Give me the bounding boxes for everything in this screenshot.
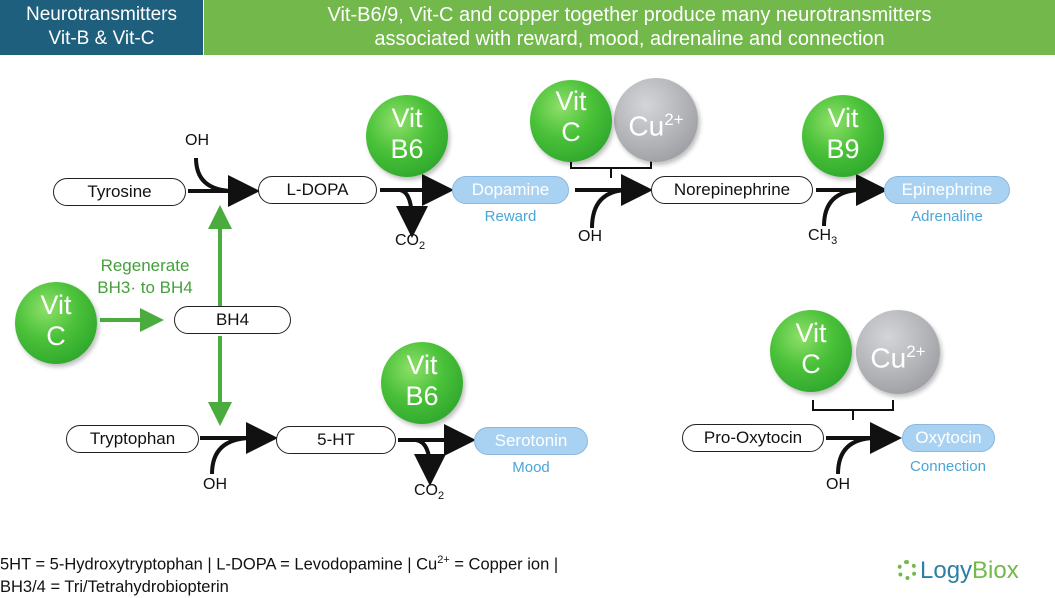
ch3-in-curve: [822, 188, 861, 227]
vit-b6-circle-bottom: Vit B6: [381, 342, 463, 424]
footer-line1-b: = Copper ion |: [449, 555, 559, 574]
header-left-line2: Vit-B & Vit-C: [48, 28, 155, 49]
node-pro-oxytocin: Pro-Oxytocin: [682, 424, 824, 452]
header-right-line1: Vit-B6/9, Vit-C and copper together prod…: [327, 4, 932, 26]
node-bh4: BH4: [174, 306, 291, 334]
vit-b6-bottom-label-line1: Vit: [406, 350, 438, 380]
ch3-label-sub: 3: [831, 235, 838, 248]
product-dopamine: Dopamine: [452, 176, 569, 204]
node-ldopa: L-DOPA: [258, 176, 377, 204]
co2-5ht-label-sub: 2: [438, 490, 445, 503]
vit-b6-label-line1: Vit: [391, 103, 423, 133]
co2-out-curve-5ht: [413, 438, 446, 486]
node-norepinephrine: Norepinephrine: [651, 176, 813, 204]
bracket-vitc-cu-bottom: [812, 400, 894, 420]
vit-c-bottom-label-line1: Vit: [795, 318, 827, 348]
vit-c-label-line1: Vit: [555, 86, 587, 116]
header-left-line1: Neurotransmitters: [26, 4, 177, 25]
co2-label-base: CO: [395, 232, 419, 249]
footer-line2: BH3/4 = Tri/Tetrahydrobiopterin: [0, 577, 229, 596]
vit-c-circle-bottom: Vit C: [770, 310, 852, 392]
vit-c-left-label-line1: Vit: [40, 290, 72, 320]
vit-b9-circle: Vit B9: [802, 95, 884, 177]
vit-c-left-label-line2: C: [46, 321, 66, 351]
copper-charge: 2+: [664, 110, 684, 129]
co2-out-curve-ldopa: [395, 188, 428, 238]
co2-5ht-label-base: CO: [414, 482, 438, 499]
brand-part1: Logy: [920, 557, 973, 584]
ch3-label: CH3: [808, 227, 837, 247]
oh-in-curve-tryptophan: [210, 436, 251, 475]
product-epinephrine-role: Adrenaline: [911, 208, 983, 225]
header-left-banner: Neurotransmitters Vit-B & Vit-C: [0, 0, 203, 55]
node-tyrosine: Tyrosine: [53, 178, 186, 206]
oh-in-curve-oxytocin: [836, 436, 875, 475]
vit-c-circle-top: Vit C: [530, 80, 612, 162]
brand-logo: LogyBiox: [897, 557, 1019, 585]
node-tryptophan: Tryptophan: [66, 425, 199, 453]
vit-b9-label-line2: B9: [826, 134, 860, 164]
oh-in-curve-tyrosine: [194, 157, 233, 193]
product-serotonin: Serotonin: [474, 427, 588, 455]
header-right-banner: Vit-B6/9, Vit-C and copper together prod…: [204, 0, 1055, 55]
vit-c-bottom-label-line2: C: [801, 349, 821, 379]
oh-label-dopamine: OH: [578, 228, 602, 245]
header-right-line2: associated with reward, mood, adrenaline…: [374, 28, 885, 50]
brand-icon: [897, 560, 917, 580]
copper-bottom-charge: 2+: [906, 342, 926, 361]
footer-legend: 5HT = 5-Hydroxytryptophan | L-DOPA = Lev…: [0, 549, 558, 598]
regenerate-line1: Regenerate: [100, 256, 190, 275]
oh-label-oxytocin: OH: [826, 476, 850, 493]
copper-circle-bottom: Cu2+: [856, 310, 940, 394]
product-serotonin-role: Mood: [512, 459, 550, 476]
vit-b6-circle-top: Vit B6: [366, 95, 448, 177]
footer-line1: 5HT = 5-Hydroxytryptophan | L-DOPA = Lev…: [0, 549, 558, 576]
bracket-vitc-cu-top: [570, 158, 652, 178]
oh-label-tyrosine: OH: [185, 132, 209, 149]
vit-b9-label-line1: Vit: [827, 103, 859, 133]
product-oxytocin-role: Connection: [910, 458, 986, 475]
copper-circle-top: Cu2+: [614, 78, 698, 162]
co2-label-ldopa: CO2: [395, 232, 425, 252]
vit-b6-label-line2: B6: [390, 134, 424, 164]
product-dopamine-role: Reward: [484, 208, 537, 225]
regenerate-note: Regenerate BH3· to BH4: [90, 255, 200, 299]
brand-part2: Biox: [972, 557, 1019, 584]
oh-in-curve-dopamine: [590, 188, 628, 229]
copper-bottom-label: Cu: [870, 342, 907, 374]
ch3-label-base: CH: [808, 227, 832, 244]
regenerate-line2: BH3· to BH4: [97, 278, 193, 297]
co2-label-5ht: CO2: [414, 482, 444, 502]
vit-b6-bottom-label-line2: B6: [405, 381, 439, 411]
co2-label-sub: 2: [419, 240, 426, 253]
product-oxytocin: Oxytocin: [902, 424, 995, 452]
footer-line1-sup: 2+: [437, 554, 450, 566]
oh-label-tryptophan: OH: [203, 476, 227, 493]
vit-c-label-line2: C: [561, 117, 581, 147]
vit-c-circle-left: Vit C: [15, 282, 97, 364]
node-5ht: 5-HT: [276, 426, 396, 454]
footer-line1-a: 5HT = 5-Hydroxytryptophan | L-DOPA = Lev…: [0, 555, 438, 574]
product-epinephrine: Epinephrine: [884, 176, 1010, 204]
copper-label: Cu: [628, 110, 665, 142]
